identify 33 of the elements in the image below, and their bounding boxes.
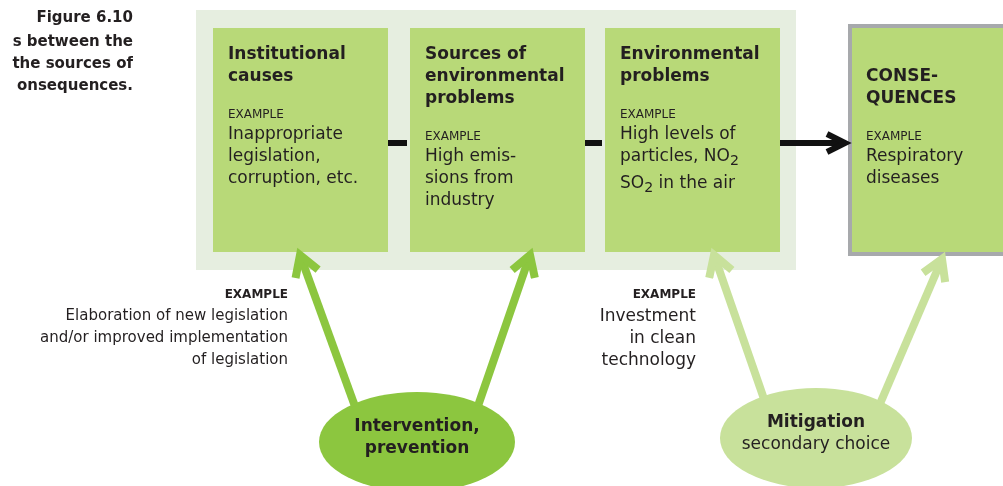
example-text: High levels of particles, NO$_{2}$ SO$_{2}$ in the air bbox=[620, 122, 740, 198]
process-box bbox=[410, 28, 585, 252]
node-subtitle: secondary choice bbox=[741, 432, 891, 454]
example-tag: EXAMPLE bbox=[228, 106, 378, 122]
arrow bbox=[291, 251, 359, 408]
process-box bbox=[605, 28, 780, 252]
example-text: Respiratory diseases bbox=[866, 144, 965, 188]
connector-line bbox=[585, 140, 602, 146]
node-title: Institutional causes bbox=[228, 42, 347, 86]
arrow bbox=[474, 251, 539, 408]
node-title: Sources of environmental problems bbox=[425, 42, 566, 108]
arrow bbox=[780, 131, 848, 155]
arrow bbox=[876, 255, 950, 406]
process-box bbox=[213, 28, 388, 252]
group-panel bbox=[196, 10, 796, 270]
example-text: High emis- sions from industry bbox=[425, 144, 518, 210]
node-title: CONSE- QUENCES bbox=[866, 64, 958, 108]
consequence-box bbox=[848, 24, 1003, 256]
example-text: Investment in clean technology bbox=[598, 304, 696, 370]
example-tag: EXAMPLE bbox=[224, 286, 288, 302]
node-title: Environmental problems bbox=[620, 42, 761, 86]
arrow bbox=[705, 251, 768, 401]
node-title: Intervention, prevention bbox=[353, 414, 481, 458]
example-tag: EXAMPLE bbox=[866, 128, 996, 144]
example-text: Inappropriate legislation, corruption, etc. bbox=[228, 122, 360, 188]
example-tag: EXAMPLE bbox=[632, 286, 696, 302]
figure-title: Figure 6.10 bbox=[36, 7, 133, 28]
example-tag: EXAMPLE bbox=[620, 106, 770, 122]
figure-caption: s between the the sources of onsequences. bbox=[11, 31, 133, 96]
node-title: Mitigation bbox=[766, 410, 866, 432]
example-tag: EXAMPLE bbox=[425, 128, 575, 144]
example-text: Elaboration of new legislation and/or improved implementation of legislation bbox=[39, 305, 288, 370]
connector-line bbox=[388, 140, 407, 146]
